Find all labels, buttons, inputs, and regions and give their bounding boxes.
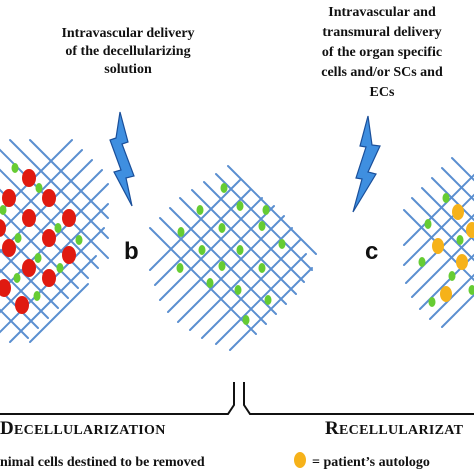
matrix-protein	[35, 183, 43, 193]
scaffold-b	[149, 165, 317, 351]
matrix-protein	[468, 285, 474, 295]
patient-cell-dot-icon	[294, 452, 306, 468]
scaffold-a	[0, 139, 109, 343]
process-bracket	[0, 382, 474, 415]
decellularization-label: DECELLULARIZATION	[0, 418, 166, 440]
matrix-proteins-a	[0, 163, 83, 301]
matrix-protein	[206, 278, 214, 288]
matrix-protein	[442, 193, 450, 203]
animal-cell	[22, 209, 36, 227]
legend-patient-cells: = patient’s autologo	[312, 455, 430, 470]
lightning-bolt-icon	[109, 111, 135, 207]
patient-cells	[432, 204, 474, 302]
matrix-protein	[56, 263, 64, 273]
caption-line: solution	[104, 62, 152, 77]
animal-cell	[2, 239, 16, 257]
animal-cell	[22, 259, 36, 277]
matrix-protein	[198, 245, 206, 255]
matrix-protein	[196, 205, 204, 215]
legend-animal-cells: nimal cells destined to be removed	[0, 455, 205, 470]
animal-cell	[22, 169, 36, 187]
phase-rest: ECELLULARIZATION	[14, 423, 166, 438]
patient-cell	[432, 238, 444, 254]
animal-cell	[15, 296, 29, 314]
animal-cell	[42, 269, 56, 287]
matrix-proteins-b	[176, 183, 286, 325]
patient-cell	[452, 204, 464, 220]
matrix-proteins-c	[418, 193, 474, 307]
matrix-protein	[258, 263, 266, 273]
scaffold-c	[403, 157, 474, 328]
matrix-protein	[262, 205, 270, 215]
matrix-protein	[218, 223, 226, 233]
matrix-protein	[236, 201, 244, 211]
matrix-protein	[218, 261, 226, 271]
matrix-protein	[11, 163, 19, 173]
scaffold-b-fibers	[149, 165, 317, 351]
matrix-protein	[14, 233, 22, 243]
patient-cell	[440, 286, 452, 302]
caption-line: of the organ specific	[321, 45, 443, 60]
phase-initial: D	[0, 418, 15, 439]
matrix-protein	[278, 239, 286, 249]
patient-cell	[466, 222, 474, 238]
decellularizing-delivery-caption: Intravascular delivery of the decellular…	[8, 25, 248, 79]
matrix-protein	[236, 245, 244, 255]
caption-line: of the decellularizing	[65, 44, 191, 59]
matrix-protein	[264, 295, 272, 305]
caption-line: transmural delivery	[322, 25, 442, 40]
recellularizing-delivery-caption: Intravascular and transmural delivery of…	[282, 3, 474, 103]
animal-cell	[62, 246, 76, 264]
matrix-protein	[176, 263, 184, 273]
matrix-protein	[424, 219, 432, 229]
panel-label-c: c	[365, 238, 379, 265]
phase-initial: R	[325, 418, 340, 439]
matrix-protein	[242, 315, 250, 325]
matrix-protein	[13, 273, 21, 283]
matrix-protein	[75, 235, 83, 245]
caption-line: Intravascular and	[328, 5, 436, 20]
panel-label-b: b	[124, 238, 139, 265]
matrix-protein	[54, 223, 62, 233]
matrix-protein	[0, 205, 7, 215]
matrix-protein	[33, 291, 41, 301]
matrix-protein	[177, 227, 185, 237]
animal-cell	[42, 229, 56, 247]
animal-cells	[0, 169, 76, 314]
matrix-protein	[234, 285, 242, 295]
animal-cell	[0, 219, 6, 237]
phase-rest: ECELLULARIZAT	[339, 423, 464, 438]
matrix-protein	[258, 221, 266, 231]
caption-line: Intravascular delivery	[61, 26, 195, 41]
caption-line: ECs	[369, 85, 395, 100]
matrix-protein	[448, 271, 456, 281]
caption-line: cells and/or SCs and	[321, 65, 443, 80]
matrix-protein	[418, 257, 426, 267]
matrix-protein	[428, 297, 436, 307]
patient-cell	[456, 254, 468, 270]
recellularization-label: RECELLULARIZAT	[325, 418, 464, 440]
matrix-protein	[456, 235, 464, 245]
matrix-protein	[34, 253, 42, 263]
animal-cell	[0, 279, 11, 297]
animal-cell	[62, 209, 76, 227]
animal-cell	[42, 189, 56, 207]
matrix-protein	[220, 183, 228, 193]
animal-cell	[2, 189, 16, 207]
lightning-bolt-icon	[352, 115, 381, 213]
